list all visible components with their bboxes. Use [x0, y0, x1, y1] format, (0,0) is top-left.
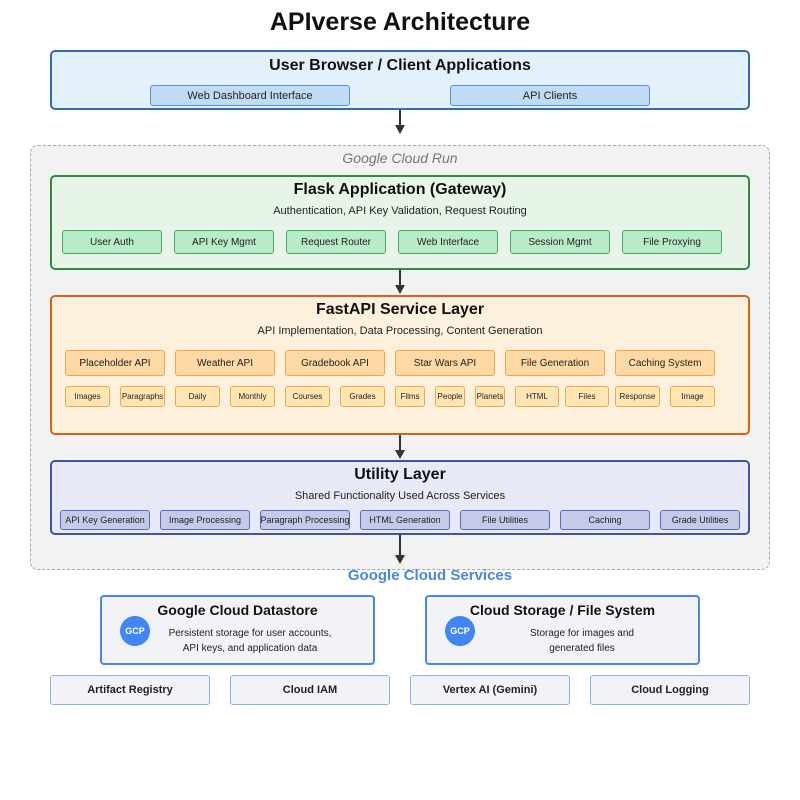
sub-files: Files — [565, 386, 609, 407]
gateway-item-session-mgmt: Session Mgmt — [510, 230, 610, 254]
page-title: APIverse Architecture — [269, 7, 531, 36]
gateway-item-user-auth: User Auth — [62, 230, 162, 254]
utility-item-html-generation: HTML Generation — [360, 510, 450, 530]
client-layer: User Browser / Client Applications Web D… — [50, 50, 750, 110]
client-item-web-dashboard: Web Dashboard Interface — [150, 85, 350, 106]
utility-item-caching: Caching — [560, 510, 650, 530]
sub-html: HTML — [515, 386, 559, 407]
service-gradebook-api: Gradebook API — [285, 350, 385, 376]
sub-planets: Planets — [475, 386, 505, 407]
client-layer-title: User Browser / Client Applications — [269, 57, 531, 74]
service-star-wars-api: Star Wars API — [395, 350, 495, 376]
tool-cloud-logging: Cloud Logging — [590, 675, 750, 705]
datastore-title: Google Cloud Datastore — [157, 602, 318, 618]
gateway-layer-title: Flask Application (Gateway) — [293, 181, 507, 198]
utility-layer: Utility Layer Shared Functionality Used … — [50, 460, 750, 535]
sub-image: Image — [670, 386, 715, 407]
service-placeholder-api: Placeholder API — [65, 350, 165, 376]
sub-paragraphs: Paragraphs — [120, 386, 165, 407]
gcp-icon: GCP — [445, 616, 475, 646]
sub-courses: Courses — [285, 386, 330, 407]
sub-people: People — [435, 386, 465, 407]
service-file-generation: File Generation — [505, 350, 605, 376]
gateway-item-file-proxying: File Proxying — [622, 230, 722, 254]
gateway-layer: Flask Application (Gateway) Authenticati… — [50, 175, 750, 270]
gateway-item-request-router: Request Router — [286, 230, 386, 254]
service-caching-system: Caching System — [615, 350, 715, 376]
service-weather-api: Weather API — [175, 350, 275, 376]
datastore-box: Google Cloud Datastore GCP Persistent st… — [100, 595, 375, 665]
cloud-run-label: Google Cloud Run — [342, 150, 458, 166]
sub-response: Response — [615, 386, 660, 407]
cloud-storage-title: Cloud Storage / File System — [469, 602, 656, 618]
utility-item-image-processing: Image Processing — [160, 510, 250, 530]
datastore-desc-line2: API keys, and application data — [182, 642, 318, 654]
utility-item-paragraph-processing: Paragraph Processing — [260, 510, 350, 530]
sub-images: Images — [65, 386, 110, 407]
datastore-desc-line1: Persistent storage for user accounts, — [168, 627, 332, 639]
cloud-storage-desc-line2: generated files — [549, 642, 615, 654]
sub-grades: Grades — [340, 386, 385, 407]
fastapi-layer-subtitle: API Implementation, Data Processing, Con… — [257, 325, 543, 337]
utility-item-file-utilities: File Utilities — [460, 510, 550, 530]
utility-item-api-key-generation: API Key Generation — [60, 510, 150, 530]
gateway-item-web-interface: Web Interface — [398, 230, 498, 254]
gcp-icon: GCP — [120, 616, 150, 646]
tool-vertex-ai: Vertex AI (Gemini) — [410, 675, 570, 705]
cloud-services-heading: Google Cloud Services — [347, 566, 513, 584]
utility-layer-subtitle: Shared Functionality Used Across Service… — [294, 490, 506, 502]
gateway-layer-subtitle: Authentication, API Key Validation, Requ… — [273, 205, 527, 217]
utility-layer-title: Utility Layer — [354, 466, 446, 483]
cloud-storage-box: Cloud Storage / File System GCP Storage … — [425, 595, 700, 665]
sub-daily: Daily — [175, 386, 220, 407]
sub-monthly: Monthly — [230, 386, 275, 407]
tool-artifact-registry: Artifact Registry — [50, 675, 210, 705]
sub-films: Films — [395, 386, 425, 407]
fastapi-layer: FastAPI Service Layer API Implementation… — [50, 295, 750, 435]
client-item-api-clients: API Clients — [450, 85, 650, 106]
fastapi-layer-title: FastAPI Service Layer — [315, 301, 485, 318]
gateway-item-api-key-mgmt: API Key Mgmt — [174, 230, 274, 254]
tool-cloud-iam: Cloud IAM — [230, 675, 390, 705]
cloud-storage-desc-line1: Storage for images and — [530, 627, 634, 639]
utility-item-grade-utilities: Grade Utilities — [660, 510, 740, 530]
